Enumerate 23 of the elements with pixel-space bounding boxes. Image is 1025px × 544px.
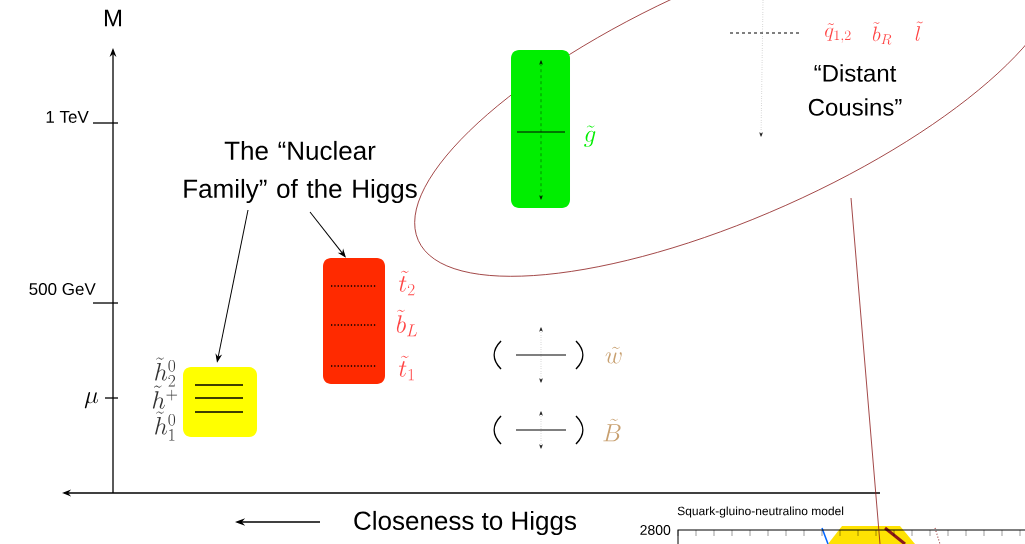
leader-line <box>850 197 881 544</box>
particle-label: $\tilde{h}^+$ <box>152 385 178 409</box>
arrow <box>215 209 249 362</box>
tick-label: $\mu$ <box>84 392 99 409</box>
particle-label: $\tilde{h}_1^0$ <box>155 411 176 441</box>
arrow <box>309 211 346 258</box>
tick-label: 2800 <box>640 525 671 535</box>
annotation-text: The “Nuclear Family” of the Higgs <box>184 140 417 204</box>
particle-label: $\tilde{q}_{1,2}$ <box>825 23 851 43</box>
particle-label: $\tilde{w}$ <box>605 346 622 364</box>
particle-label: $\tilde{b}_L$ <box>396 309 418 337</box>
chart-title: Squark-gluino-neutralino model <box>677 506 844 518</box>
particle-label: $\tilde{t}_1$ <box>398 355 414 381</box>
tick-label: 500 GeV <box>29 283 96 296</box>
particle-label: $\tilde{l}$ <box>915 21 923 41</box>
particle-label: $\tilde{h}_2^0$ <box>155 357 176 387</box>
axis-title: Closeness to Higgs <box>354 510 576 536</box>
particle-label: $\tilde{B}$ <box>603 418 621 442</box>
particle-label: $\tilde{g}$ <box>584 125 596 147</box>
particle-label: $\tilde{t}_2$ <box>398 270 415 296</box>
axis-label: M <box>105 9 122 27</box>
particle-label: $\tilde{b}_R$ <box>872 21 892 45</box>
tick-label: 1 TeV <box>46 111 89 123</box>
